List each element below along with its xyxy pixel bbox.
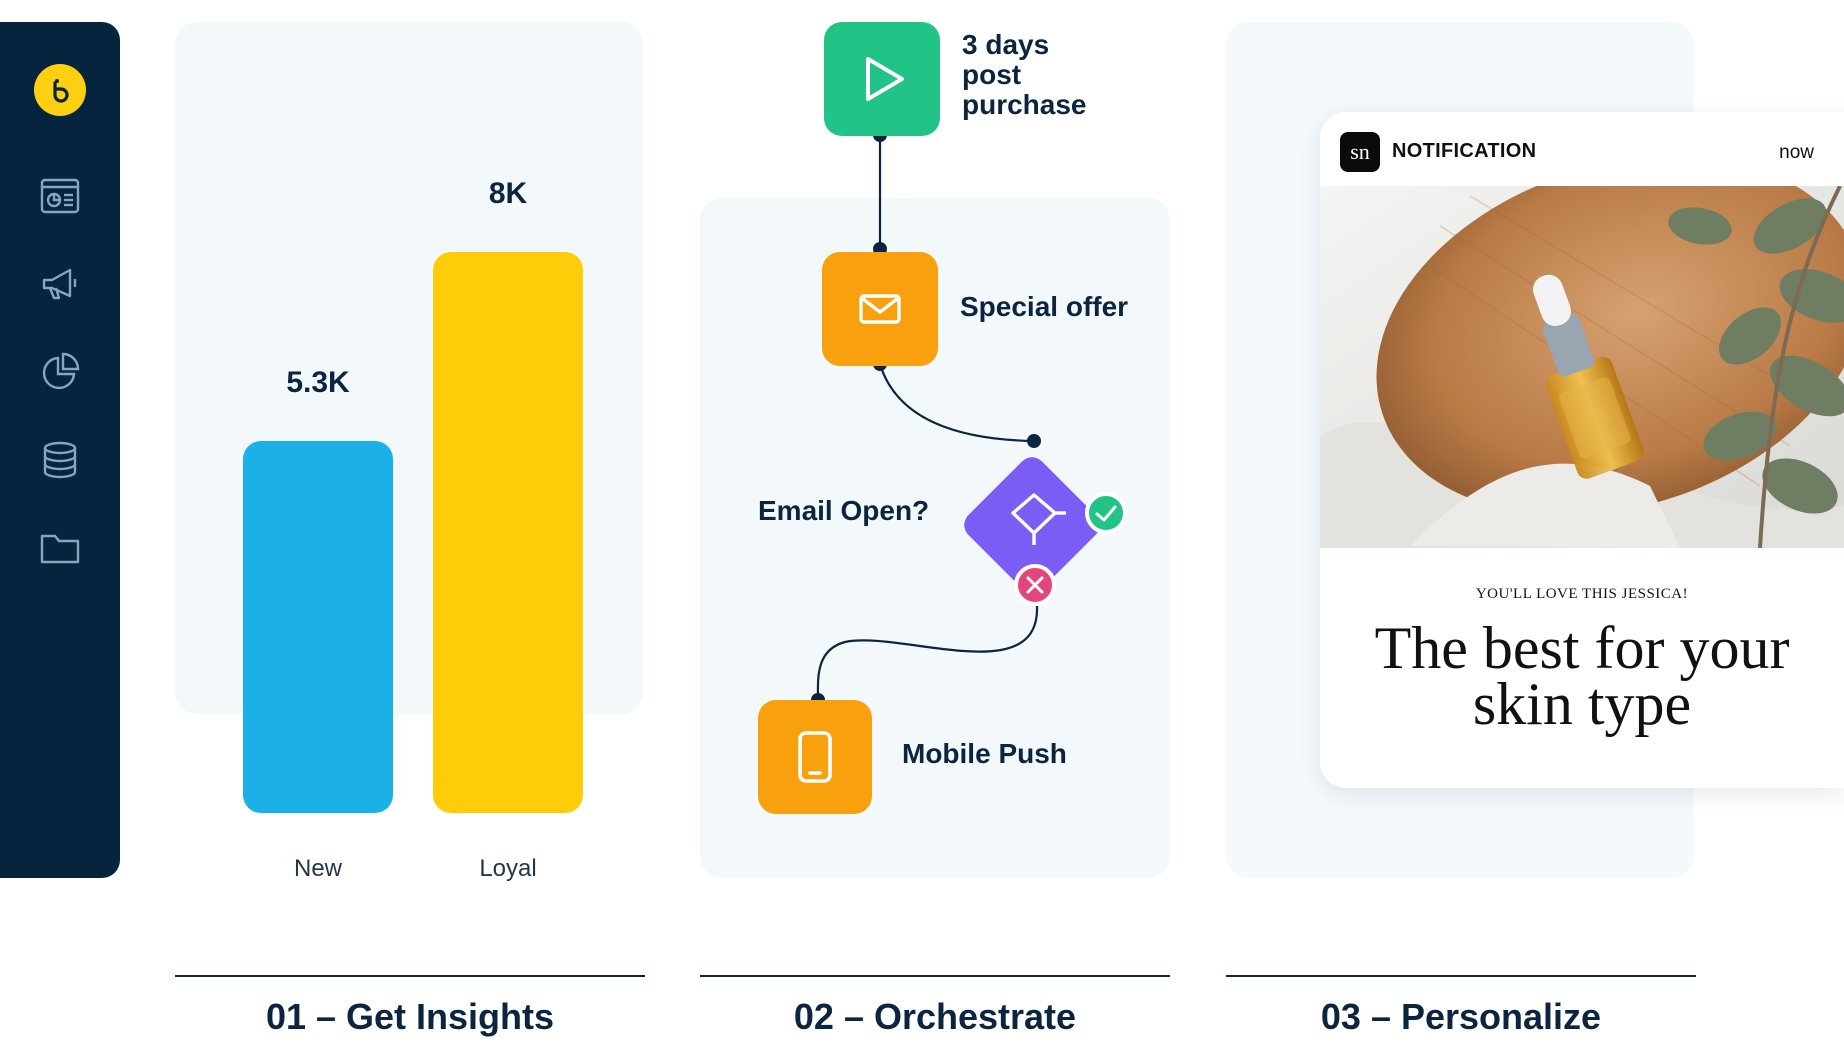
notification-time: now (1779, 142, 1814, 163)
bar-new (243, 441, 393, 813)
step-divider-1 (175, 975, 645, 977)
step-get-insights[interactable]: 01 – Get Insights (265, 996, 555, 1037)
app-badge: sn (1340, 132, 1380, 172)
sidebar (0, 22, 120, 878)
notification-header: sn NOTIFICATION now (1320, 112, 1844, 186)
step-divider-3 (1226, 975, 1696, 977)
push-node[interactable] (758, 700, 872, 814)
bar-loyal (433, 252, 583, 813)
condition-label: Email Open? (758, 495, 930, 526)
product-photo (1320, 186, 1844, 548)
bar-value-label: 8K (488, 177, 528, 210)
play-icon (866, 57, 904, 101)
notification-title: NOTIFICATION (1392, 140, 1537, 162)
step-divider-2 (700, 975, 1170, 977)
bar-category-label: Loyal (479, 855, 537, 882)
pie-chart-icon[interactable] (36, 348, 84, 396)
trigger-label: 3 days post purchase (962, 29, 1087, 120)
notification-eyebrow: YOU'LL LOVE THIS JESSICA! (1475, 586, 1689, 602)
notification-headline: The best for your skin type (1374, 615, 1790, 737)
phone-icon (798, 731, 832, 783)
email-node[interactable] (822, 252, 938, 366)
bar-value-label: 5.3K (286, 366, 350, 399)
step-orchestrate[interactable]: 02 – Orchestrate (793, 996, 1077, 1037)
megaphone-icon[interactable] (36, 260, 84, 308)
notification-card[interactable]: sn NOTIFICATION now (1320, 112, 1844, 788)
bar-category-label: New (293, 855, 342, 882)
email-label: Special offer (960, 291, 1129, 322)
folder-icon[interactable] (36, 524, 84, 572)
brand-logo-icon[interactable] (34, 64, 86, 116)
envelope-icon (859, 294, 901, 324)
database-icon[interactable] (36, 436, 84, 484)
push-label: Mobile Push (902, 738, 1067, 769)
step-personalize[interactable]: 03 – Personalize (1320, 996, 1602, 1037)
trigger-node[interactable] (824, 22, 940, 136)
flow-connector-lines (816, 135, 1039, 701)
dashboard-icon[interactable] (36, 172, 84, 220)
